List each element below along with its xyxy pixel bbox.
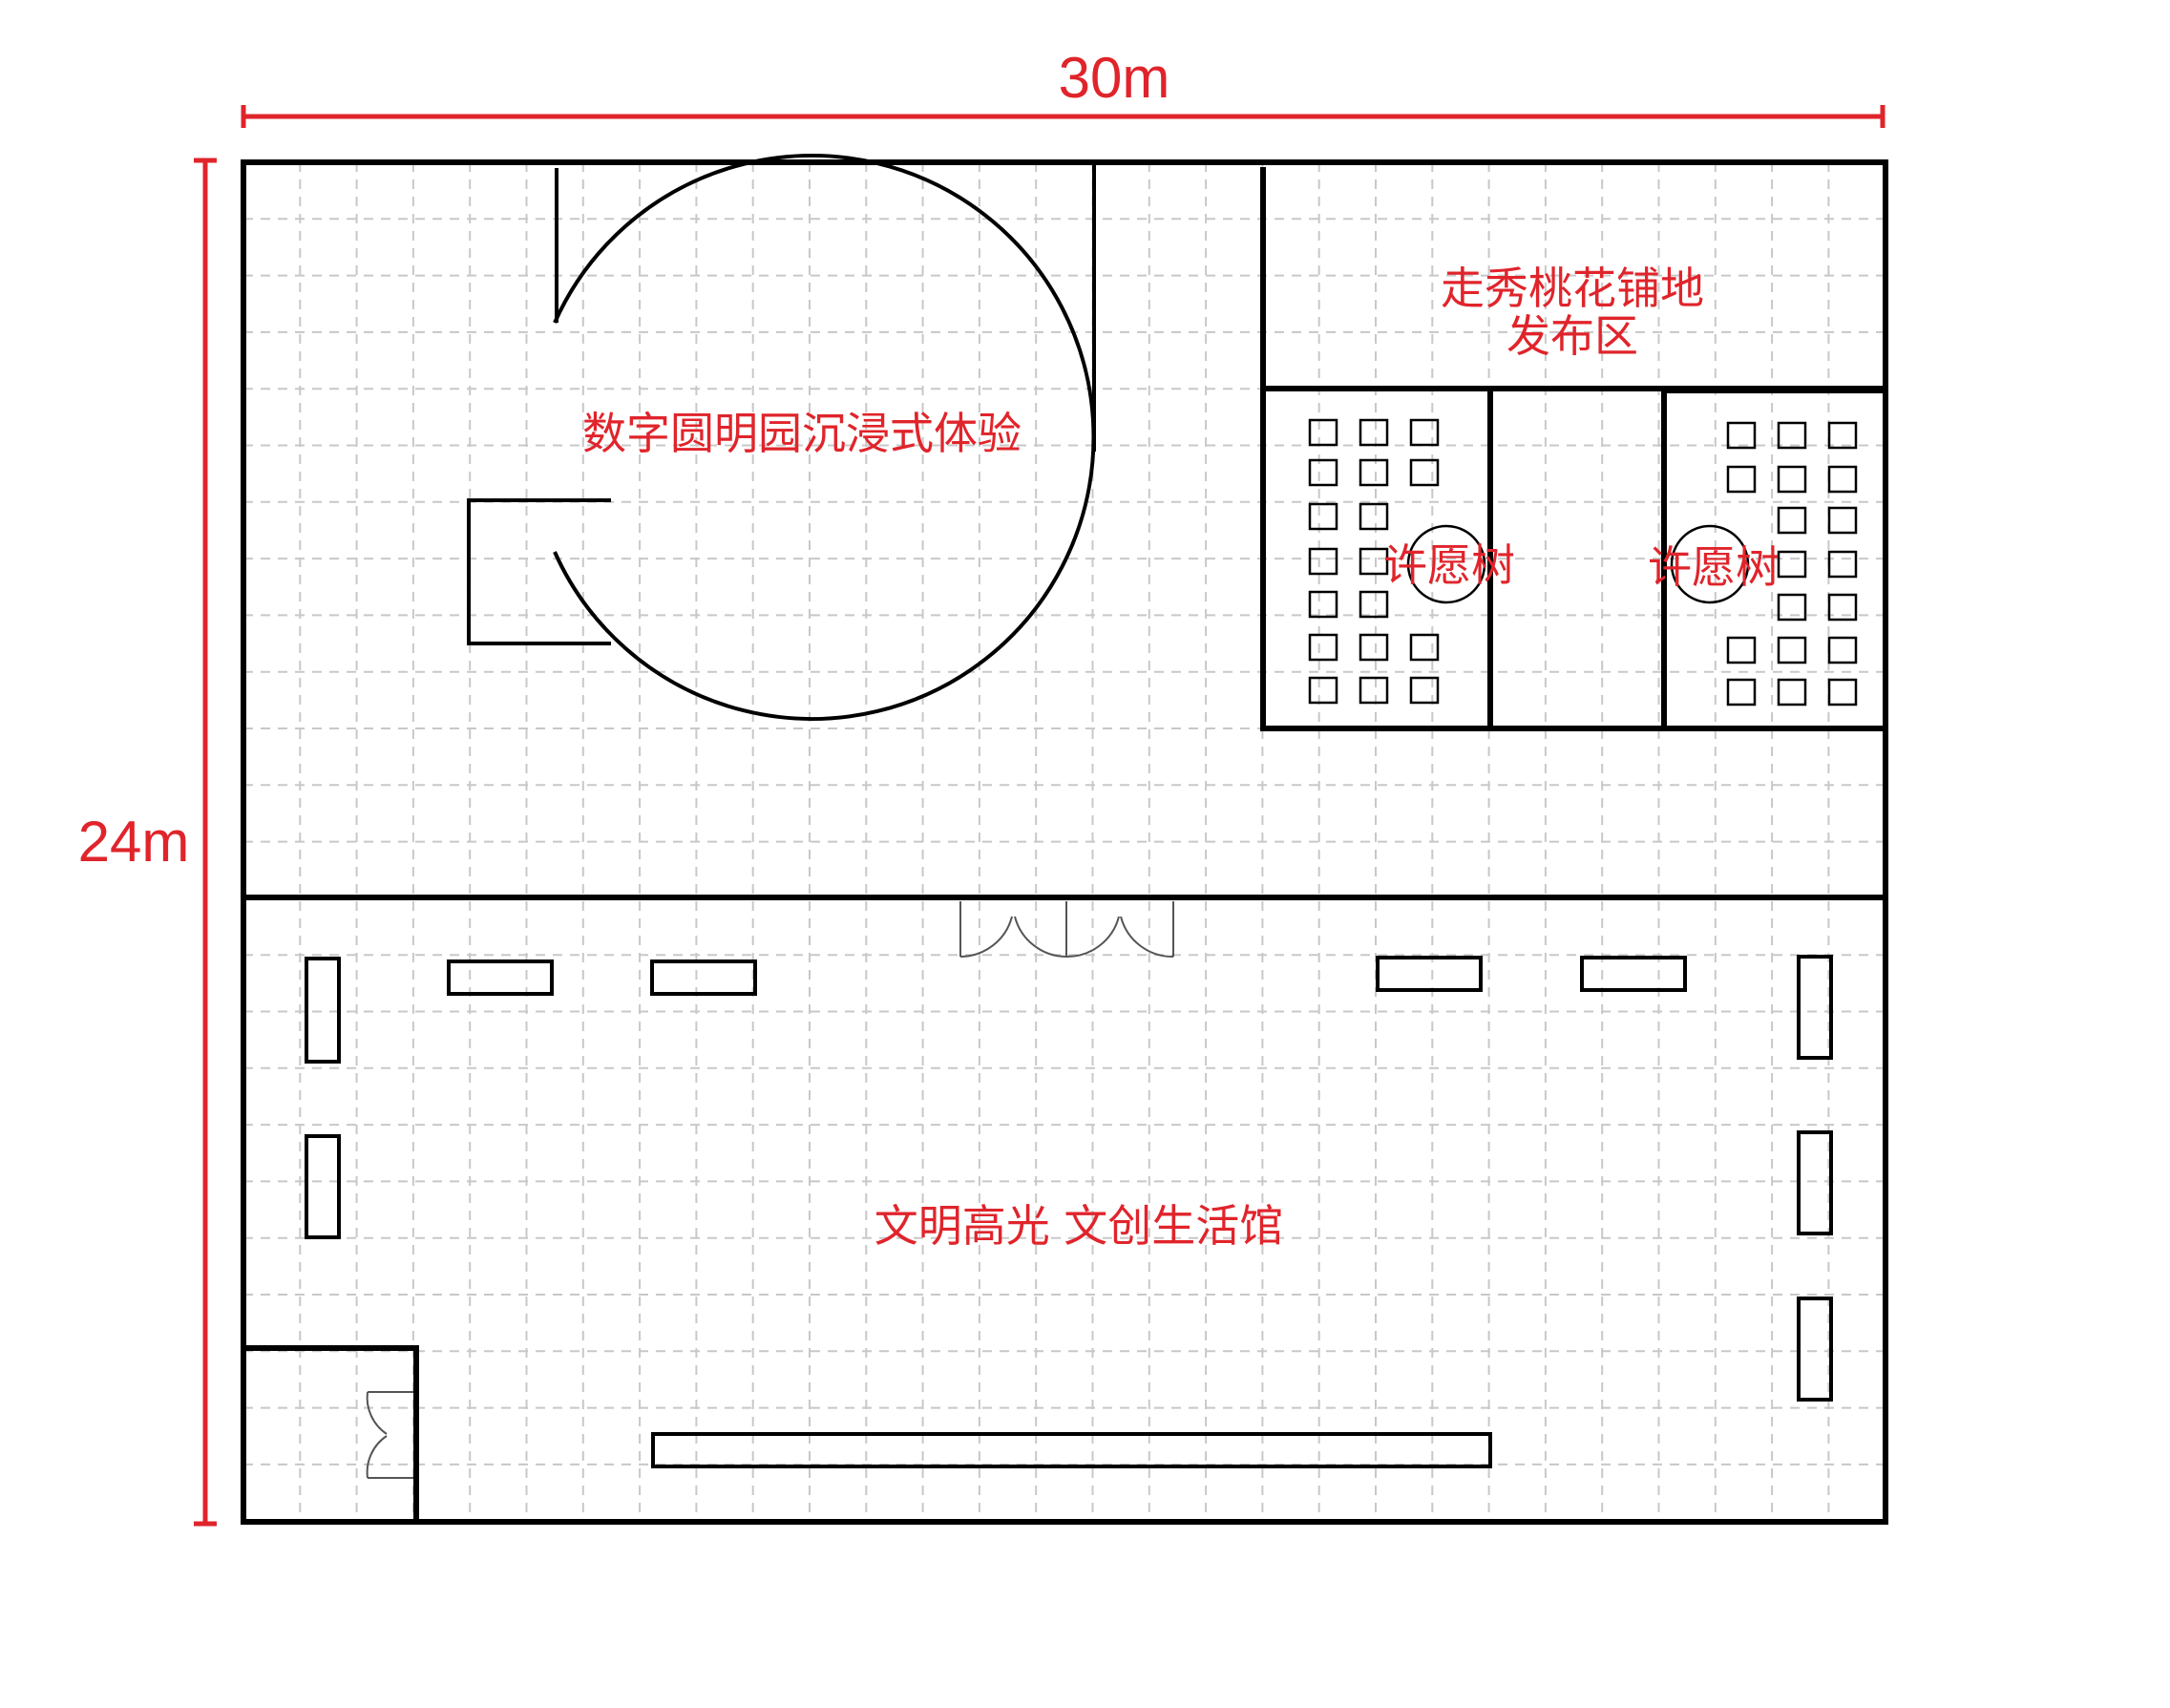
seat bbox=[1777, 678, 1807, 706]
long-counter bbox=[651, 1432, 1492, 1468]
seat bbox=[1726, 636, 1757, 664]
seat bbox=[1308, 502, 1338, 531]
wish-tree-left-icon bbox=[1406, 524, 1486, 604]
hall-displays bbox=[305, 955, 1833, 1468]
seat bbox=[1726, 421, 1757, 450]
seat bbox=[1726, 465, 1757, 494]
seat bbox=[1777, 506, 1807, 535]
entry-vestibule bbox=[467, 498, 611, 645]
background-grid bbox=[243, 162, 1886, 1522]
seat bbox=[1827, 636, 1858, 664]
wish-tree-right-icon bbox=[1670, 524, 1750, 604]
immersive-room bbox=[467, 154, 1096, 721]
display-top-1 bbox=[447, 959, 554, 996]
seat bbox=[1827, 678, 1858, 706]
seat bbox=[1359, 502, 1389, 531]
seat bbox=[1359, 418, 1389, 447]
runway-area bbox=[1260, 167, 1888, 731]
seat bbox=[1308, 676, 1338, 705]
seat bbox=[1827, 421, 1858, 450]
seat bbox=[1777, 465, 1807, 494]
runway-zone-label-line1: 走秀桃花铺地 bbox=[1441, 263, 1704, 314]
seat bbox=[1409, 676, 1440, 705]
seats-right bbox=[1726, 421, 1858, 706]
wish-tree-right-label: 许愿树 bbox=[1648, 541, 1780, 593]
small-room bbox=[243, 1345, 419, 1522]
seat bbox=[1308, 590, 1338, 619]
seat bbox=[1359, 676, 1389, 705]
seats-left bbox=[1308, 418, 1440, 705]
seat bbox=[1308, 458, 1338, 487]
display-right-1 bbox=[1797, 955, 1833, 1060]
seat bbox=[1777, 550, 1807, 579]
seat bbox=[1308, 418, 1338, 447]
runway-zone-label-line2: 发布区 bbox=[1506, 310, 1638, 362]
seat bbox=[1409, 418, 1440, 447]
seat bbox=[1359, 590, 1389, 619]
width-dimension: 30m bbox=[241, 46, 1886, 128]
seat bbox=[1827, 465, 1858, 494]
display-right-2 bbox=[1797, 1130, 1833, 1235]
seat bbox=[1827, 593, 1858, 622]
height-label: 24m bbox=[78, 810, 190, 874]
outer-wall bbox=[241, 159, 1888, 1525]
display-top-2 bbox=[650, 959, 757, 996]
seat bbox=[1827, 506, 1858, 535]
display-right-3 bbox=[1797, 1297, 1833, 1402]
width-label: 30m bbox=[1059, 46, 1170, 110]
hall-zone-label: 文明高光 文创生活馆 bbox=[874, 1200, 1284, 1252]
display-left-2 bbox=[305, 1134, 341, 1239]
display-top-4 bbox=[1580, 956, 1687, 992]
seat bbox=[1777, 593, 1807, 622]
main-doors bbox=[959, 901, 1174, 959]
seat bbox=[1409, 633, 1440, 662]
seat bbox=[1308, 547, 1338, 576]
seat bbox=[1359, 633, 1389, 662]
height-dimension: 24m bbox=[78, 158, 217, 1527]
seat bbox=[1359, 458, 1389, 487]
immersive-zone-label: 数字圆明园沉浸式体验 bbox=[582, 408, 1022, 459]
seat bbox=[1777, 636, 1807, 664]
display-left-1 bbox=[305, 957, 341, 1064]
seat bbox=[1308, 633, 1338, 662]
seat bbox=[1359, 547, 1389, 576]
seat bbox=[1409, 458, 1440, 487]
wish-tree-left-label: 许愿树 bbox=[1383, 539, 1515, 591]
seat bbox=[1827, 550, 1858, 579]
seat bbox=[1777, 421, 1807, 450]
display-top-3 bbox=[1376, 956, 1483, 992]
seat bbox=[1726, 678, 1757, 706]
